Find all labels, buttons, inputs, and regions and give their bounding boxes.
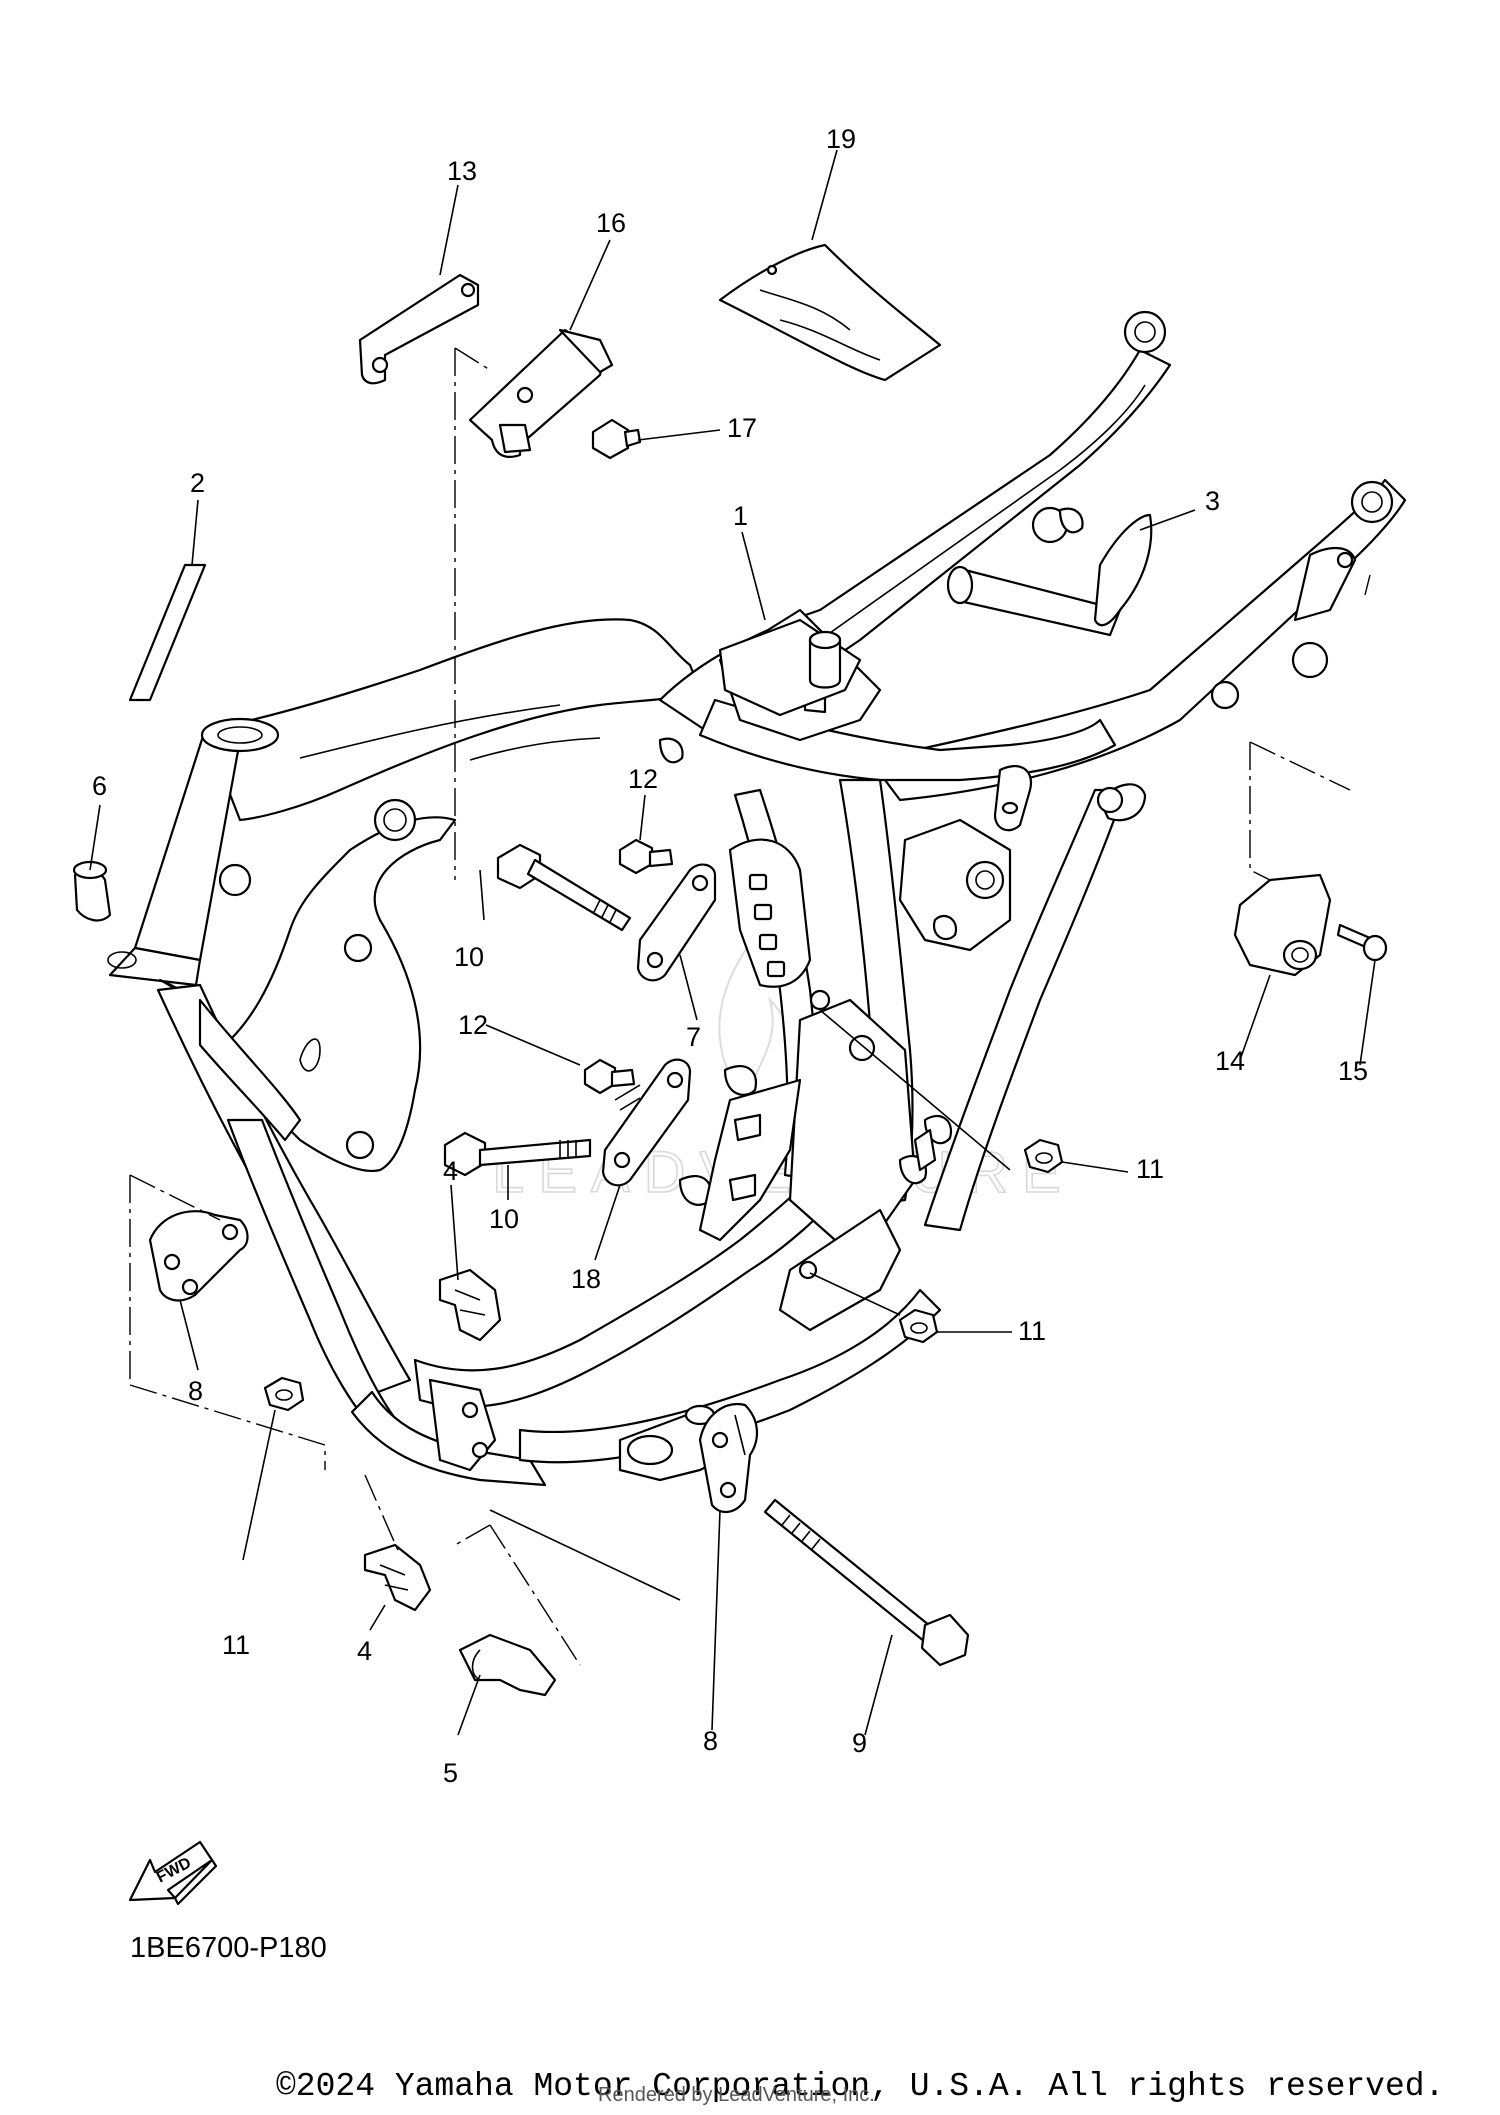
copyright-notice: ©2024 Yamaha Motor Corporation, U.S.A. A… (276, 2068, 1445, 2105)
callout-17: 17 (727, 413, 757, 443)
part-17-bolt[interactable] (591, 418, 642, 460)
callout-11-right-lower: 11 (1018, 1316, 1046, 1346)
callout-19: 19 (826, 124, 856, 154)
part-11-nut-left[interactable] (263, 1376, 305, 1412)
part-16-bracket[interactable] (468, 328, 614, 458)
callout-15: 15 (1338, 1056, 1368, 1086)
part-13-bracket[interactable] (358, 273, 480, 385)
part-15-screw[interactable] (1336, 923, 1388, 962)
callout-1: 1 (733, 501, 748, 531)
assembly-guide-lines (129, 347, 1371, 1666)
callout-10-upper: 10 (454, 942, 484, 972)
part-4-clamp-lower[interactable] (363, 1543, 432, 1612)
callout-4-lower: 4 (357, 1636, 372, 1666)
part-8-bracket-right[interactable] (698, 1402, 758, 1513)
callout-12-upper: 12 (628, 764, 658, 794)
part-12-bolt-upper[interactable] (618, 838, 674, 875)
main-frame[interactable] (107, 310, 1407, 1487)
part-4-clamp-upper[interactable] (438, 1268, 502, 1342)
part-6-collar[interactable] (72, 860, 112, 922)
callout-labels: 19 13 16 17 2 3 1 6 12 10 12 7 14 15 11 … (92, 124, 1368, 1788)
callout-10-lower: 10 (489, 1204, 519, 1234)
callout-7: 7 (686, 1022, 701, 1052)
diagram-code: 1BE6700-P180 (130, 1932, 327, 1964)
part-19-pad[interactable] (718, 243, 942, 382)
part-18-plate[interactable] (601, 1058, 692, 1187)
part-10-bolt-upper[interactable] (496, 843, 632, 932)
callout-leader-lines (89, 149, 1376, 1736)
part-10-bolt-lower[interactable] (443, 1131, 592, 1177)
callout-11-left: 11 (222, 1630, 250, 1660)
callout-11-right-upper: 11 (1136, 1154, 1164, 1184)
callout-16: 16 (596, 208, 626, 238)
callout-3: 3 (1205, 486, 1220, 516)
callout-4-upper: 4 (443, 1156, 458, 1186)
callout-5: 5 (443, 1758, 458, 1788)
fwd-arrow-icon: FWD (128, 1840, 218, 1906)
part-8-bracket-left[interactable] (148, 1210, 249, 1302)
rendered-by-notice: Rendered by LeadVenture, Inc. (598, 2084, 875, 2106)
callout-12-lower: 12 (458, 1010, 488, 1040)
callout-8-left: 8 (188, 1376, 203, 1406)
part-14-block[interactable] (1233, 873, 1332, 977)
callout-13: 13 (447, 156, 477, 186)
part-2-strip[interactable] (128, 563, 207, 702)
part-12-bolt-lower[interactable] (583, 1058, 636, 1095)
part-3-plate[interactable] (1093, 513, 1153, 627)
callout-8-right: 8 (703, 1726, 718, 1756)
callout-18: 18 (571, 1264, 601, 1294)
callout-9: 9 (852, 1728, 867, 1758)
callout-6: 6 (92, 771, 107, 801)
part-7-plate[interactable] (636, 863, 717, 982)
part-9-long-bolt[interactable] (763, 1498, 970, 1667)
callout-2: 2 (190, 468, 205, 498)
callout-14: 14 (1215, 1046, 1245, 1076)
part-5-clip[interactable] (458, 1633, 557, 1697)
